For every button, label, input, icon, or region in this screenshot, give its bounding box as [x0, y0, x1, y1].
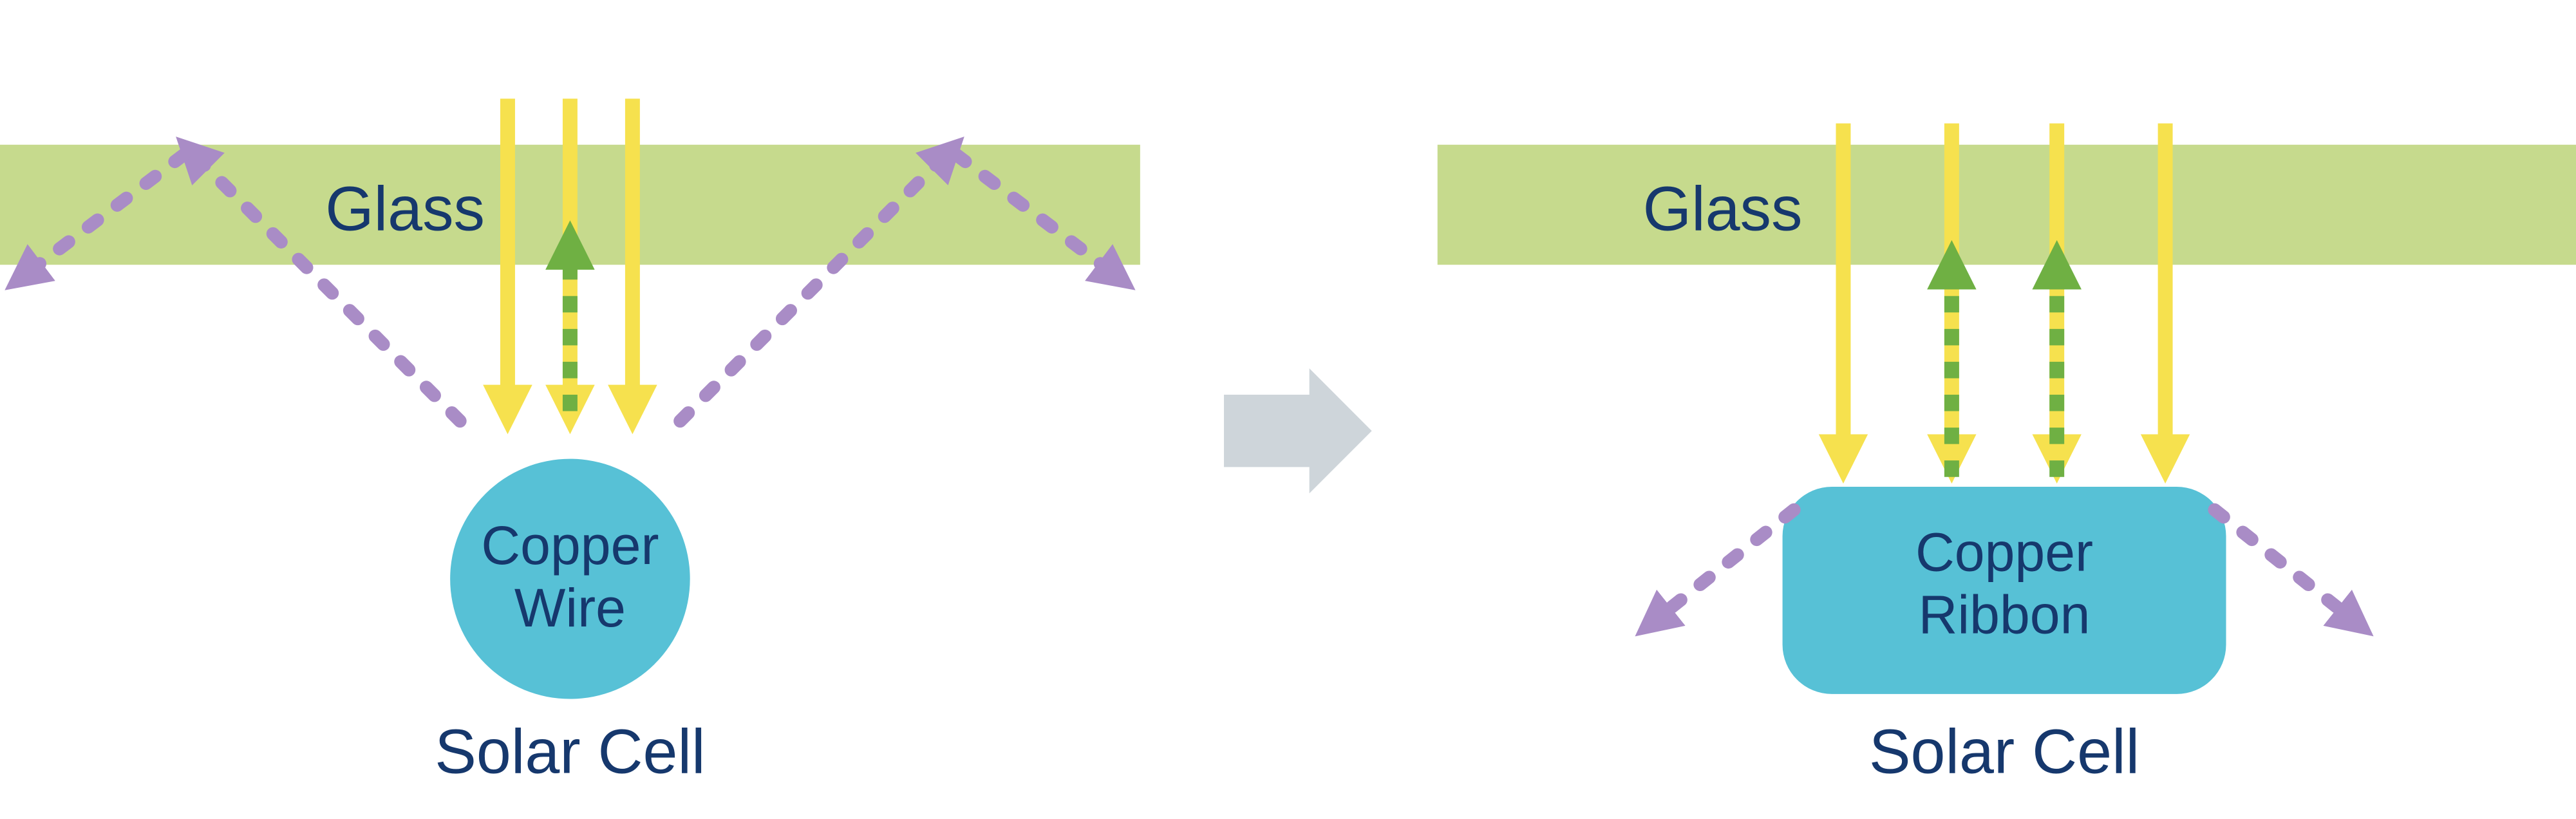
left-panel: Glass Copper Wire Solar Cell — [0, 99, 1140, 786]
scattered-light-ray — [673, 136, 964, 428]
copper-ribbon-label-line2: Ribbon — [1919, 584, 2091, 645]
scattered-light-ray — [176, 136, 467, 428]
copper-wire-label-line2: Wire — [514, 578, 626, 638]
transition-arrow-icon — [1223, 368, 1372, 494]
copper-wire-shape — [450, 458, 690, 699]
right-panel: Glass Copper Ribbon Solar Cell — [1437, 123, 2576, 786]
glass-label: Glass — [1643, 174, 1803, 244]
scattered-light-ray — [1635, 503, 1801, 637]
glass-layer — [1437, 144, 2576, 265]
copper-wire-label-line1: Copper — [481, 515, 659, 576]
solar-cell-label: Solar Cell — [435, 716, 705, 786]
scattered-light-ray — [949, 147, 1136, 290]
scattered-light-ray — [5, 147, 191, 290]
copper-ribbon-label-line1: Copper — [1915, 522, 2093, 582]
copper-ribbon-shape — [1782, 487, 2226, 694]
solar-cell-label: Solar Cell — [1869, 716, 2139, 786]
scattered-light-ray — [2208, 503, 2374, 637]
glass-label: Glass — [325, 174, 485, 244]
